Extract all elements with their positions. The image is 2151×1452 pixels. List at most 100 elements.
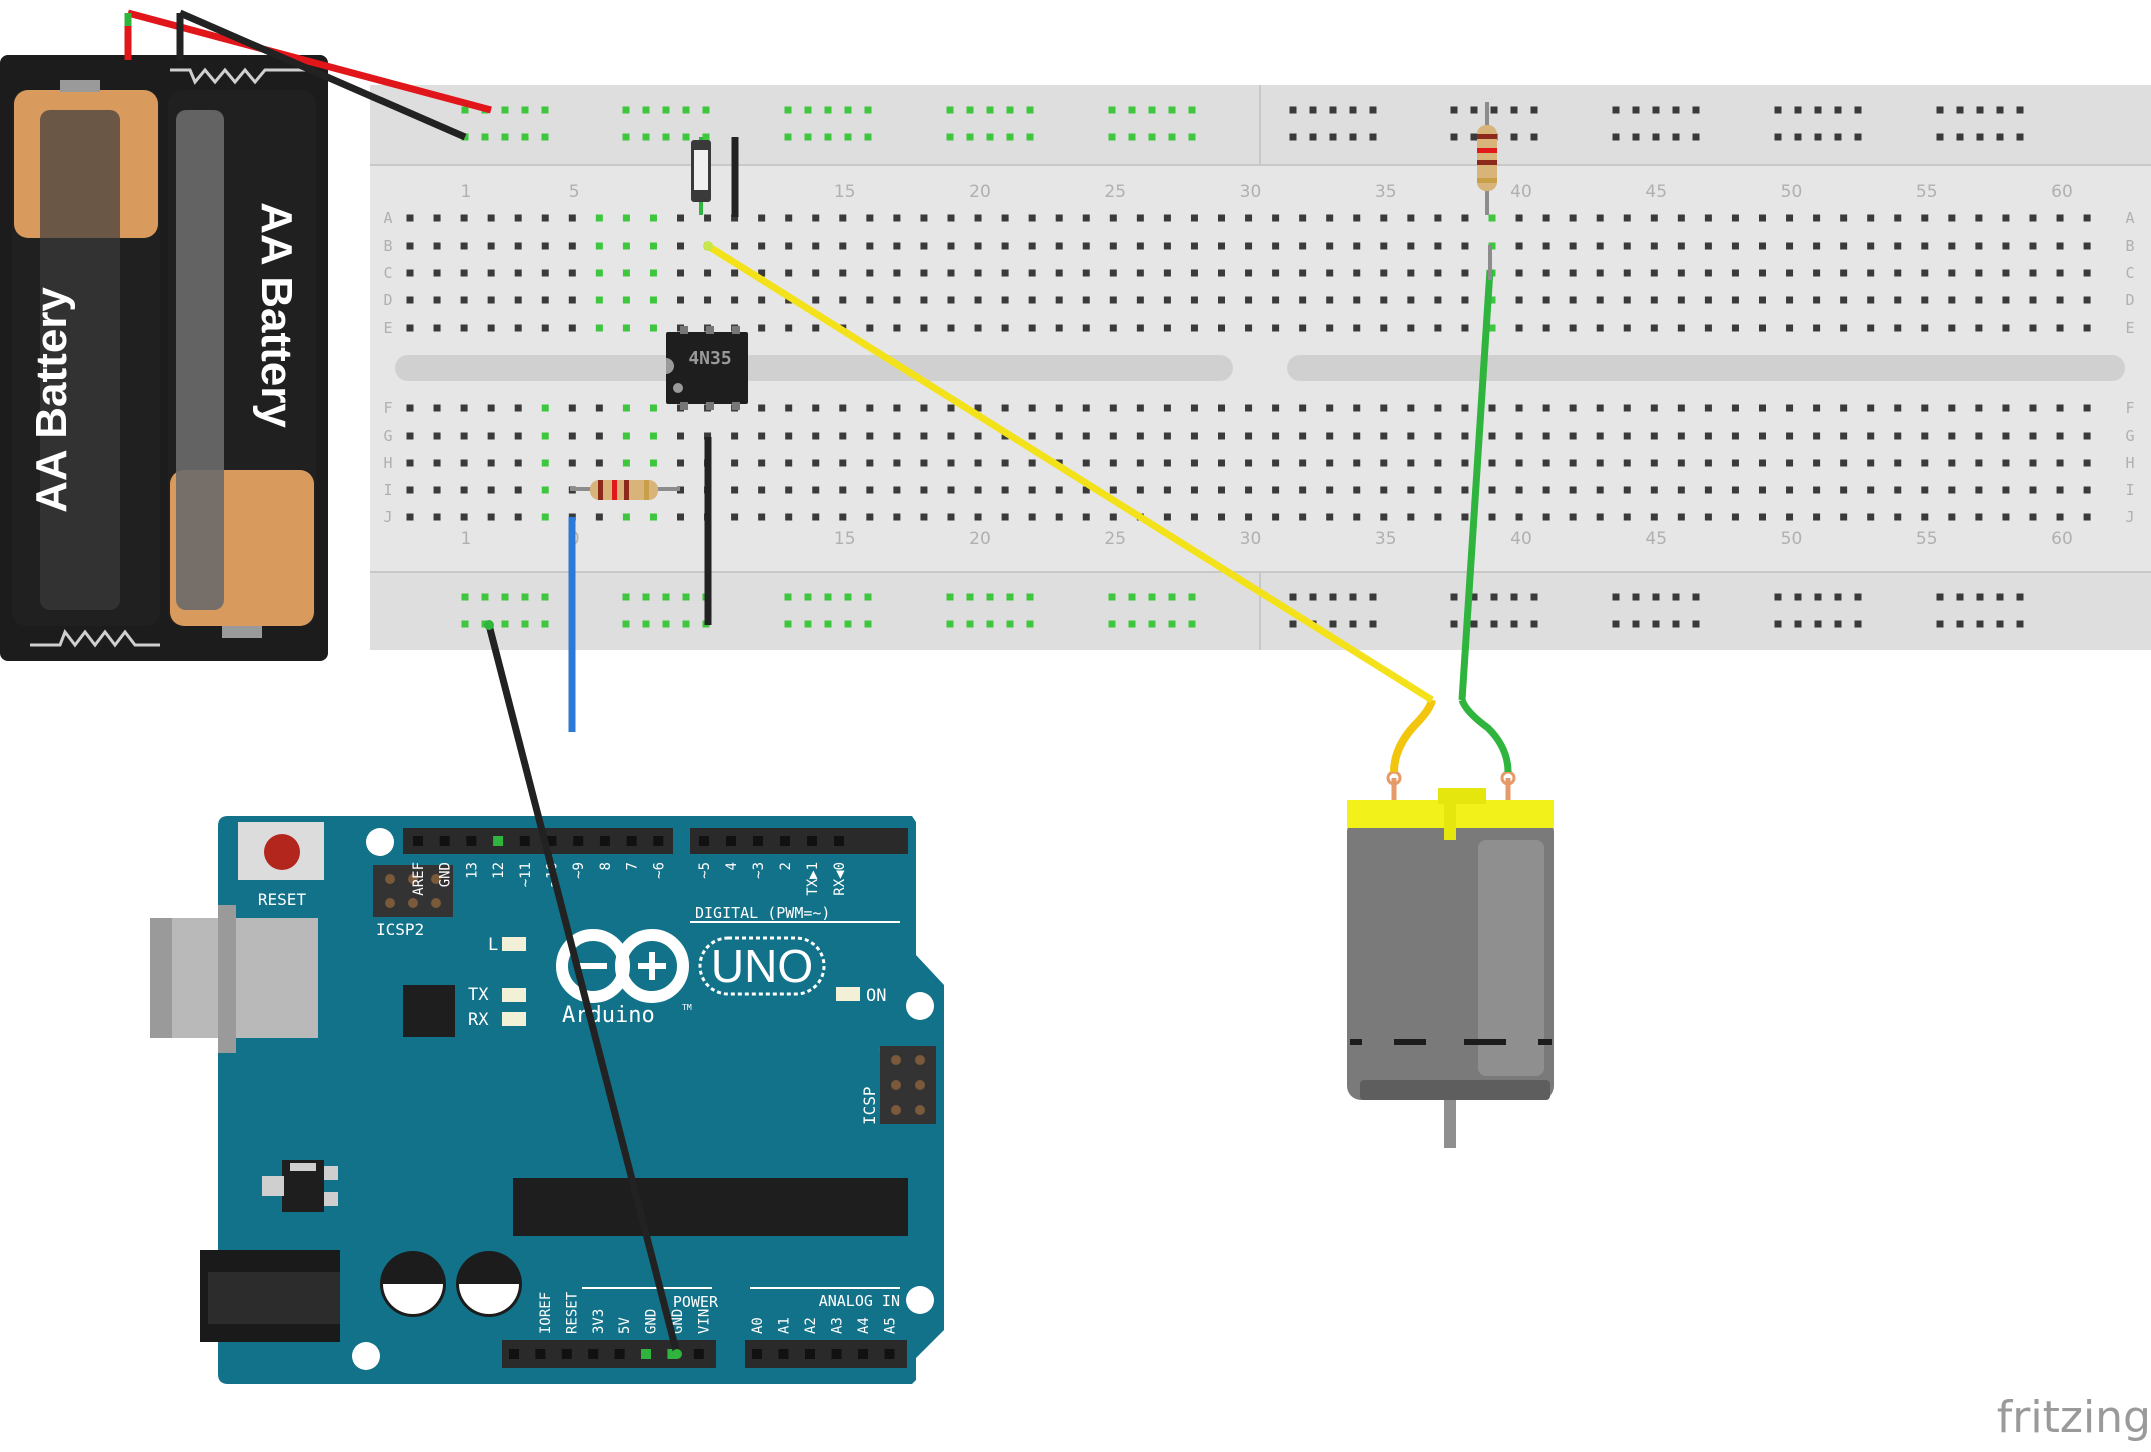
breadboard-hole [893, 404, 901, 412]
header-pin[interactable] [535, 1349, 546, 1359]
breadboard-hole [1001, 269, 1009, 277]
rail-hole [1692, 106, 1700, 114]
rail-hole [1612, 593, 1620, 601]
rail-hole [461, 106, 469, 114]
rail-hole [1854, 620, 1862, 628]
header-pin[interactable] [778, 1349, 789, 1359]
breadboard-hole [595, 214, 603, 222]
wire-green[interactable] [1458, 269, 1494, 701]
breadboard-hole [1109, 486, 1117, 494]
icsp2-header [373, 865, 453, 917]
header-pin[interactable] [831, 1349, 842, 1359]
column-label: 60 [2051, 529, 2073, 549]
rail-hole [1470, 133, 1478, 141]
breadboard-hole [1299, 242, 1307, 250]
rail-hole [1349, 133, 1357, 141]
icsp-header [880, 1046, 936, 1124]
header-pin[interactable] [641, 1349, 651, 1359]
ic-4n35[interactable]: 4N35 [666, 326, 748, 410]
breadboard-holes [406, 106, 2091, 628]
breadboard-hole [677, 269, 684, 277]
breadboard-hole [1353, 459, 1361, 467]
header-pin[interactable] [614, 1349, 625, 1359]
rail-hole [1309, 593, 1317, 601]
rail-hole [662, 106, 670, 114]
header-pin[interactable] [413, 836, 423, 846]
column-label: 50 [1781, 182, 1803, 202]
header-pin[interactable] [546, 836, 557, 846]
pushbutton[interactable] [691, 137, 711, 215]
breadboard-hole [758, 432, 766, 440]
header-pin[interactable] [519, 836, 530, 846]
header-pin[interactable] [466, 836, 477, 846]
resistor-top[interactable] [1477, 102, 1497, 215]
breadboard-hole [1326, 269, 1334, 277]
breadboard-hole [1948, 513, 1956, 521]
header-pin[interactable] [726, 836, 736, 846]
rail-hole [1168, 133, 1176, 141]
breadboard-hole [1731, 486, 1739, 494]
header-pin[interactable] [699, 836, 709, 846]
dc-motor[interactable] [1347, 770, 1554, 1148]
header-pin[interactable] [693, 1349, 704, 1359]
resistor-bottom[interactable] [570, 480, 680, 500]
breadboard-hole [758, 242, 766, 250]
header-pin[interactable] [653, 836, 664, 846]
breadboard-hole [1299, 404, 1307, 412]
header-pin[interactable] [493, 836, 504, 846]
breadboard-hole [2029, 459, 2037, 467]
breadboard-hole [1272, 296, 1280, 304]
breadboard-hole [1813, 432, 1821, 440]
header-pin[interactable] [834, 836, 844, 846]
breadboard-hole [677, 432, 684, 440]
header-pin[interactable] [805, 1349, 815, 1359]
header-pin[interactable] [599, 836, 610, 846]
breadboard-hole [1596, 513, 1604, 521]
breadboard-hole [1190, 242, 1198, 250]
row-label: J [383, 508, 392, 526]
header-pin[interactable] [780, 836, 790, 846]
breadboard-hole [974, 432, 982, 440]
breadboard-hole [1759, 432, 1766, 440]
breadboard-hole [1028, 214, 1036, 222]
header-pin[interactable] [884, 1349, 895, 1359]
led-l [502, 937, 526, 951]
row-label: E [383, 319, 392, 337]
rail-hole [501, 620, 509, 628]
header-pin[interactable] [752, 1349, 762, 1359]
header-pin[interactable] [807, 836, 817, 846]
rail-hole [501, 133, 509, 141]
row-label: F [2125, 399, 2134, 417]
header-pin[interactable] [626, 836, 637, 846]
breadboard-hole [1731, 214, 1739, 222]
breadboard-hole [568, 459, 576, 467]
breadboard-hole [1055, 269, 1063, 277]
breadboard-hole [1218, 214, 1225, 222]
breadboard-hole [947, 513, 955, 521]
rail-hole [1128, 593, 1136, 601]
row-label: H [2125, 454, 2134, 472]
breadboard-hole [2056, 214, 2064, 222]
breadboard-hole [1407, 513, 1415, 521]
wire-yellow[interactable] [706, 243, 1434, 703]
battery-left-label: AA Battery [27, 287, 76, 513]
column-label: 35 [1375, 529, 1397, 549]
header-pin[interactable] [439, 836, 450, 846]
wire-black-gnd[interactable] [485, 624, 681, 1355]
header-pin[interactable] [573, 836, 584, 846]
breadboard-hole [677, 214, 684, 222]
wire-black-battery[interactable] [178, 9, 467, 141]
header-pin[interactable] [588, 1349, 599, 1359]
rail-hole [1936, 133, 1944, 141]
breadboard-hole [1082, 324, 1090, 332]
breadboard-hole [866, 432, 874, 440]
header-pin[interactable] [753, 836, 763, 846]
header-pin[interactable] [561, 1349, 572, 1359]
breadboard-hole [1813, 486, 1821, 494]
header-pin[interactable] [509, 1349, 519, 1359]
header-pin[interactable] [858, 1349, 868, 1359]
wire-red[interactable] [127, 9, 492, 114]
rail-hole [1128, 106, 1136, 114]
rail-hole [1936, 620, 1944, 628]
